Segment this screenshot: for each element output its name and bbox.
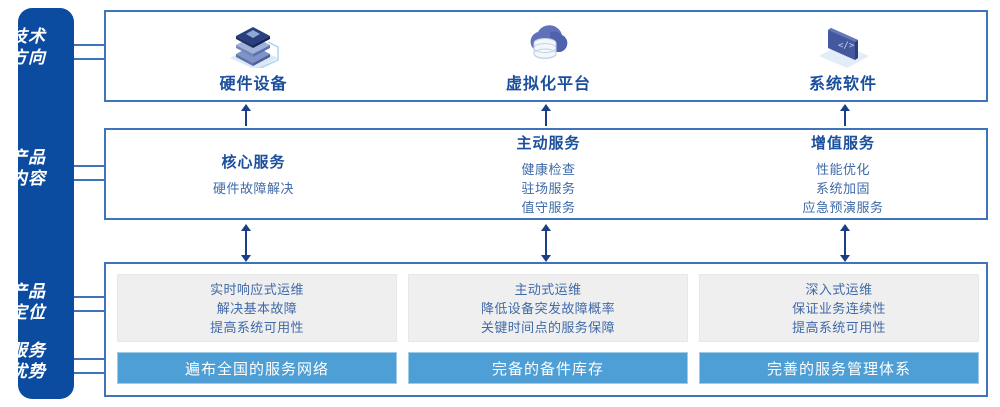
position-line: 降低设备突发故障概率 [480, 300, 615, 316]
product-position-panel: 实时响应式运维 解决基本故障 提高系统可用性 遍布全国的服务网络 主动式运维 降… [104, 262, 988, 397]
sidebar-label-line1: 产品 [10, 148, 46, 167]
position-column-center[interactable]: 主动式运维 降低设备突发故障概率 关键时间点的服务保障 完备的备件库存 [408, 274, 688, 384]
laptop-code-icon: </> [811, 18, 875, 68]
product-content-column-value-added[interactable]: 增值服务 性能优化 系统加固 应急预演服务 [696, 130, 990, 218]
tech-direction-label: 虚拟化平台 [505, 76, 591, 93]
product-content-item: 性能优化 [815, 161, 870, 177]
arrow-bidirectional-center [536, 224, 556, 262]
arrow-bidirectional-left [236, 224, 256, 262]
connector-line [74, 310, 106, 312]
position-line: 解决基本故障 [216, 300, 298, 316]
connector-line [74, 372, 106, 374]
product-content-item: 健康检查 [521, 161, 576, 177]
product-content-item: 应急预演服务 [802, 199, 884, 215]
tech-direction-panel: 硬件设备 虚拟化平台 [104, 10, 988, 102]
sidebar-label-line1: 产品 [10, 282, 46, 301]
position-line: 提高系统可用性 [210, 319, 304, 335]
product-content-item: 硬件故障解决 [212, 180, 294, 196]
sidebar-item-tech-direction: 技术 方向 [0, 26, 56, 68]
arrow-up-hardware [236, 104, 256, 126]
position-line: 关键时间点的服务保障 [480, 319, 615, 335]
product-content-column-proactive[interactable]: 主动服务 健康检查 驻场服务 值守服务 [401, 130, 696, 218]
cloud-database-icon [517, 18, 581, 68]
sidebar-label-line2: 定位 [10, 303, 46, 322]
product-content-title: 增值服务 [810, 134, 875, 152]
product-content-column-core[interactable]: 核心服务 硬件故障解决 [106, 130, 401, 218]
tech-direction-label: 硬件设备 [219, 76, 288, 93]
sidebar-label-line2: 内容 [10, 169, 46, 188]
connector-line [74, 44, 106, 46]
arrow-bidirectional-right [835, 224, 855, 262]
connector-line [74, 179, 106, 181]
position-line: 保证业务连续性 [792, 300, 886, 316]
position-description-box: 主动式运维 降低设备突发故障概率 关键时间点的服务保障 [408, 274, 688, 342]
sidebar-item-product-position: 产品 定位 [0, 281, 56, 323]
position-column-left[interactable]: 实时响应式运维 解决基本故障 提高系统可用性 遍布全国的服务网络 [117, 274, 397, 384]
server-stack-icon [222, 18, 286, 71]
position-description-box: 深入式运维 保证业务连续性 提高系统可用性 [699, 274, 979, 342]
product-content-title: 主动服务 [516, 134, 581, 152]
product-content-panel: 核心服务 硬件故障解决 主动服务 健康检查 驻场服务 值守服务 增值服务 性能优… [104, 128, 988, 220]
connector-line [74, 296, 106, 298]
product-content-title: 核心服务 [221, 153, 286, 171]
position-column-right[interactable]: 深入式运维 保证业务连续性 提高系统可用性 完善的服务管理体系 [699, 274, 979, 384]
connector-line [74, 358, 106, 360]
tech-direction-item-hardware[interactable]: 硬件设备 [106, 12, 401, 100]
position-line: 深入式运维 [805, 281, 873, 297]
service-advantage-bar[interactable]: 遍布全国的服务网络 [117, 352, 397, 384]
tech-direction-item-software[interactable]: </> 系统软件 [696, 12, 990, 100]
svg-text:</>: </> [838, 41, 855, 51]
product-content-item: 驻场服务 [521, 180, 576, 196]
sidebar-item-product-content: 产品 内容 [0, 147, 56, 189]
position-line: 主动式运维 [514, 281, 582, 297]
sidebar-label-line1: 服务 [10, 341, 46, 360]
tech-direction-label: 系统软件 [808, 76, 877, 93]
arrow-up-software [835, 104, 855, 126]
tech-direction-item-virtualization[interactable]: 虚拟化平台 [401, 12, 696, 100]
connector-line [74, 165, 106, 167]
connector-line [74, 58, 106, 60]
sidebar-label-line2: 方向 [10, 48, 46, 67]
arrow-up-virtualization [536, 104, 556, 126]
service-advantage-bar[interactable]: 完善的服务管理体系 [699, 352, 979, 384]
product-content-item: 值守服务 [521, 199, 576, 215]
position-line: 实时响应式运维 [210, 281, 304, 297]
sidebar-label-line1: 技术 [10, 27, 46, 46]
sidebar [18, 8, 74, 399]
sidebar-item-service-advantage: 服务 优势 [0, 340, 56, 382]
sidebar-label-line2: 优势 [10, 362, 46, 381]
service-advantage-bar[interactable]: 完备的备件库存 [408, 352, 688, 384]
position-line: 提高系统可用性 [792, 319, 886, 335]
position-description-box: 实时响应式运维 解决基本故障 提高系统可用性 [117, 274, 397, 342]
product-content-item: 系统加固 [815, 180, 870, 196]
